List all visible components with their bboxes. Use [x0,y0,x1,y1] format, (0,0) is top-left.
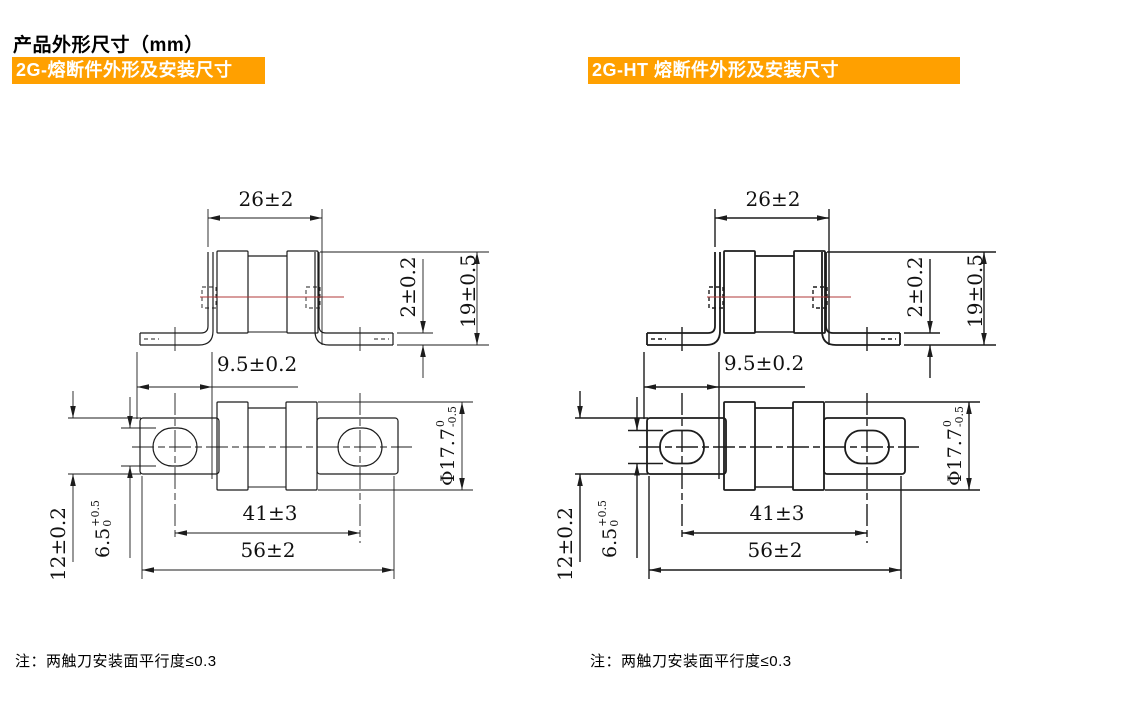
drawing-2g-ht-fuse [575,209,996,579]
dim-pad-width: 12±0.2 [46,506,70,582]
note-2g: 注：两触刀安装面平行度≤0.3 [15,653,217,670]
dim-hole-pitch: 41±3 [242,501,298,525]
note-2g-ht: 注：两触刀安装面平行度≤0.3 [590,653,792,670]
dim-foot-to-leg: 9.5±0.2 [723,351,805,375]
dim-overall-height: 19±0.5 [456,253,480,329]
dim-bracket-thickness: 2±0.2 [396,256,420,318]
dim-foot-to-leg: 9.5±0.2 [216,352,298,376]
page-title: 产品外形尺寸（mm） [13,35,204,56]
dim-overall-length: 56±2 [240,538,296,562]
dim-bracket-thickness: 2±0.2 [903,256,927,318]
drawing-2g-fuse [68,209,489,579]
dim-top-width: 26±2 [238,187,294,211]
dim-pad-width: 12±0.2 [553,506,577,582]
dim-top-width: 26±2 [745,187,801,211]
dim-overall-height: 19±0.5 [963,253,987,329]
dim-hole-pitch: 41±3 [749,501,805,525]
dim-overall-length: 56±2 [747,538,803,562]
section-header-2g-ht: 2G-HT 熔断件外形及安装尺寸 [588,57,960,84]
section-header-2g: 2G-熔断件外形及安装尺寸 [12,57,265,84]
